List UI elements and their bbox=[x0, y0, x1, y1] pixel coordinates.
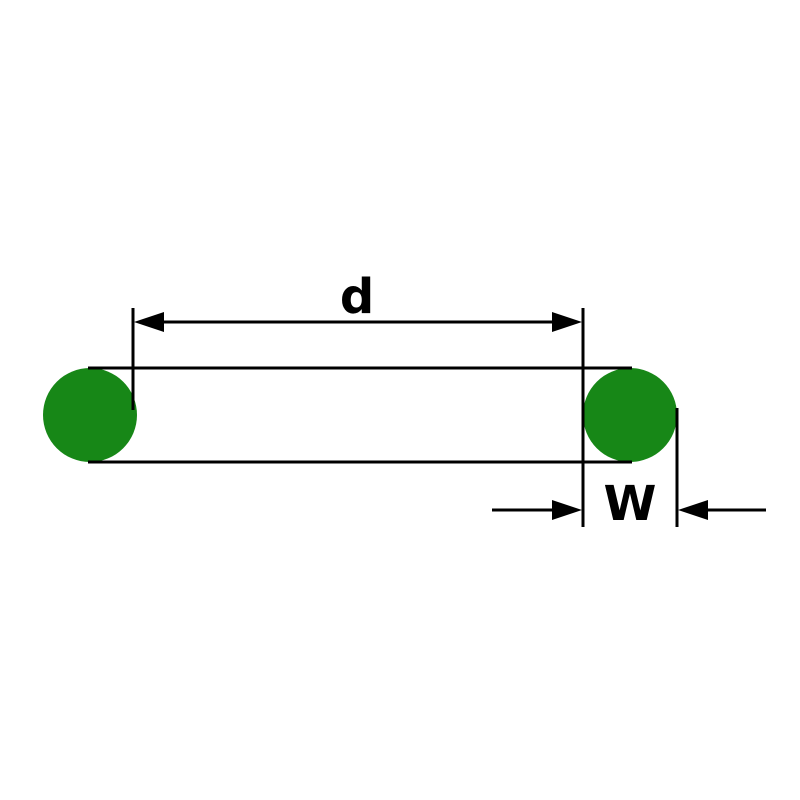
cross-section-width-label: W bbox=[604, 476, 657, 532]
inner-diameter-label: d bbox=[340, 269, 374, 325]
w-arrowhead-right-icon bbox=[678, 500, 708, 520]
w-arrowhead-left-icon bbox=[552, 500, 582, 520]
d-arrowhead-right-icon bbox=[552, 312, 582, 332]
d-arrowhead-left-icon bbox=[134, 312, 164, 332]
oring-cross-section-left-circle bbox=[43, 368, 137, 462]
oring-cross-section-right-circle bbox=[583, 368, 677, 462]
